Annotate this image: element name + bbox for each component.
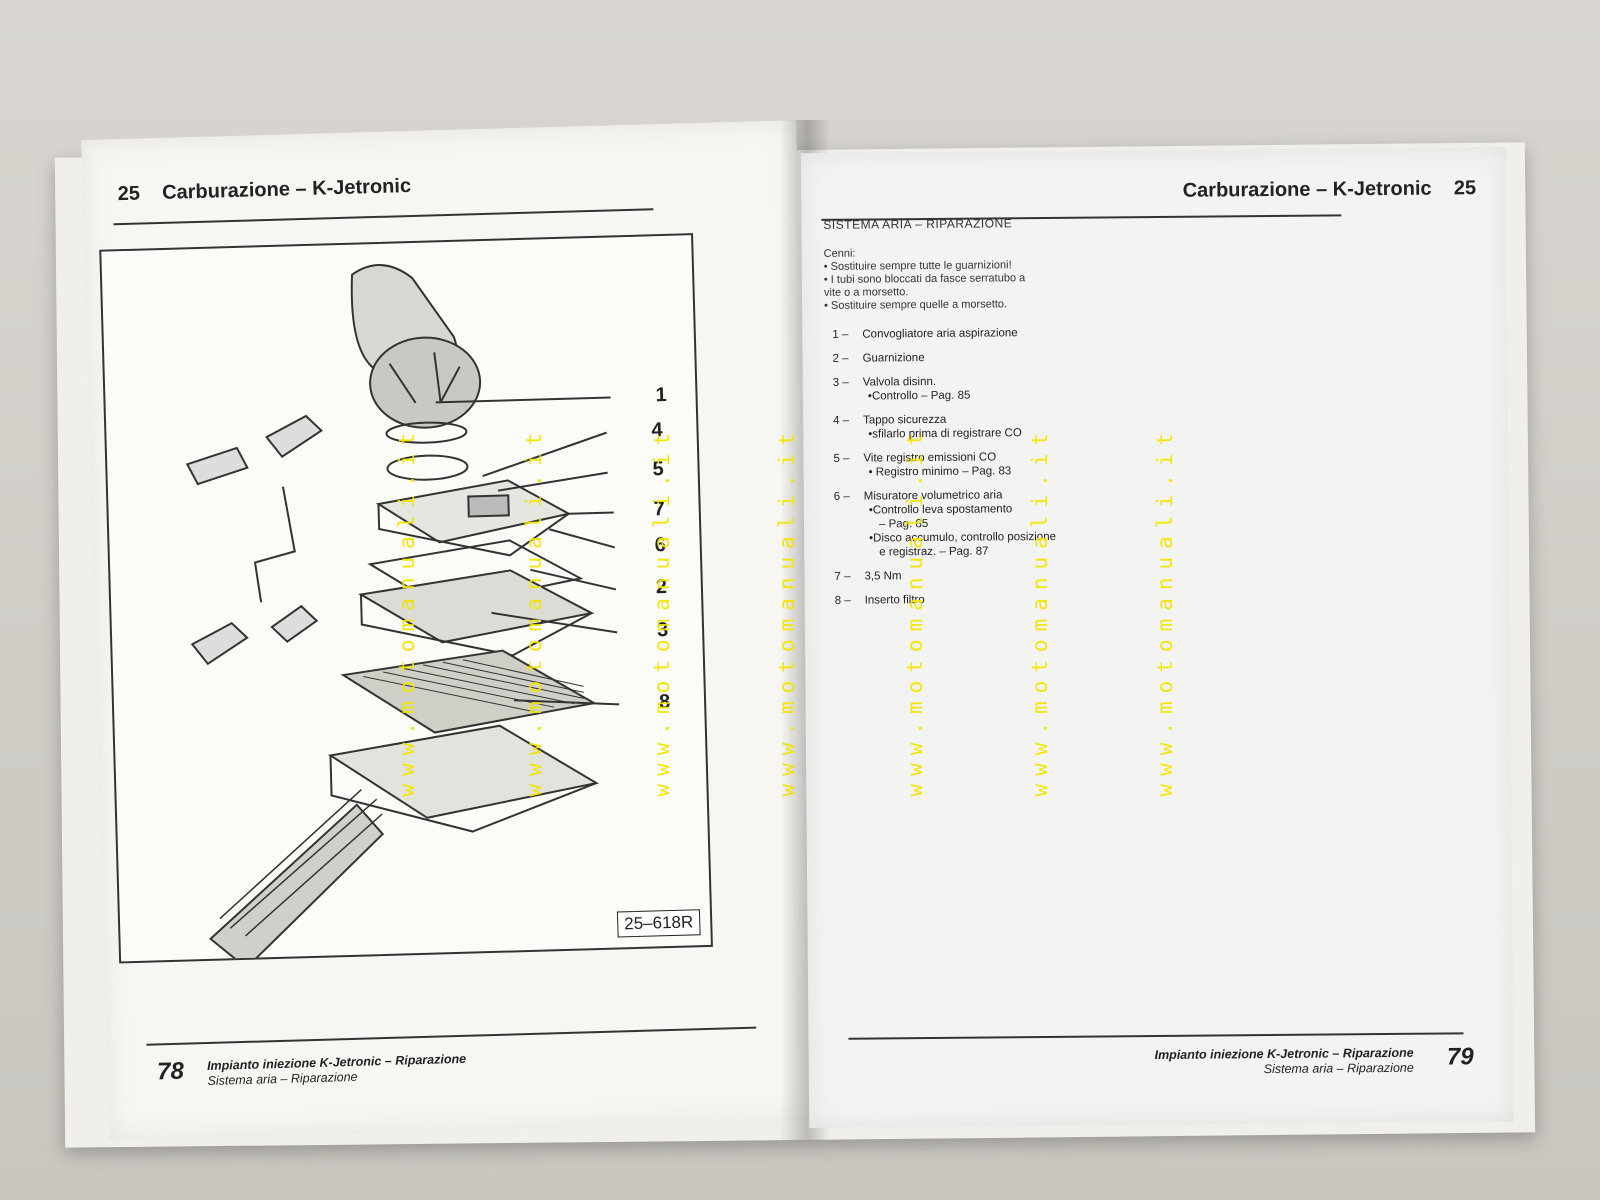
watermark-text: www.motomanuali.it xyxy=(395,425,419,797)
callout-1: 1 xyxy=(655,383,667,407)
right-footer-rule xyxy=(848,1032,1464,1040)
watermark-text: www.motomanuali.it xyxy=(903,425,927,797)
list-item: 6 –Misuratore volumetrico aria •Controll… xyxy=(833,489,1057,559)
left-footer: Impianto iniezione K-Jetronic – Riparazi… xyxy=(207,1052,467,1089)
right-chapter-header: Carburazione – K-Jetronic 25 xyxy=(1183,177,1477,203)
left-chapter-number: 25 xyxy=(117,182,141,206)
list-item: 8 –Inserto filtro xyxy=(834,594,925,607)
air-system-exploded-drawing xyxy=(185,264,620,970)
left-footer-rule xyxy=(146,1026,757,1046)
left-page: 25 Carburazione – K-Jetronic xyxy=(81,120,824,1140)
watermark-text: www.motomanuali.it xyxy=(522,425,546,797)
list-item: 7 –3,5 Nm xyxy=(834,570,902,583)
notes-block: Cenni: • Sostituire sempre tutte le guar… xyxy=(824,246,1026,313)
right-chapter-title: Carburazione – K-Jetronic xyxy=(1182,177,1432,202)
note-line: • I tubi sono bloccati da fasce serratub… xyxy=(823,272,1026,286)
left-header-rule xyxy=(113,208,654,226)
right-chapter-number: 25 xyxy=(1453,177,1477,200)
right-page-number: 79 xyxy=(1446,1043,1474,1071)
watermark-text: www.motomanuali.it xyxy=(650,425,674,797)
list-item: 5 –Vite registro emissioni CO • Registro… xyxy=(833,451,1012,479)
note-line: • Sostituire sempre quelle a morsetto. xyxy=(824,298,1008,312)
left-page-number: 78 xyxy=(156,1057,185,1086)
right-footer: Impianto iniezione K-Jetronic – Riparazi… xyxy=(1155,1046,1414,1078)
right-footer-line2: Sistema aria – Riparazione xyxy=(1263,1060,1414,1077)
watermark-text: www.motomanuali.it xyxy=(775,425,799,797)
figure-code: 25–618R xyxy=(616,909,701,938)
list-item: 1 –Convogliatore aria aspirazione xyxy=(832,327,1018,341)
parts-list: 1 –Convogliatore aria aspirazione 2 –Gua… xyxy=(832,326,1056,618)
watermark-text: www.motomanuali.it xyxy=(1028,425,1052,797)
exploded-diagram-frame: 1 4 5 7 6 2 3 8 25–618R xyxy=(99,233,713,970)
list-item: 3 –Valvola disinn. •Controllo – Pag. 85 xyxy=(832,375,971,403)
watermark-text: www.motomanuali.it xyxy=(1153,425,1177,797)
left-chapter-header: 25 Carburazione – K-Jetronic xyxy=(117,175,411,206)
list-item: 2 –Guarnizione xyxy=(832,352,925,365)
section-title: SISTEMA ARIA – RIPARAZIONE xyxy=(823,216,1013,232)
left-chapter-title: Carburazione – K-Jetronic xyxy=(161,174,412,204)
list-item: 4 –Tappo sicurezza •sfilarlo prima di re… xyxy=(833,413,1022,441)
